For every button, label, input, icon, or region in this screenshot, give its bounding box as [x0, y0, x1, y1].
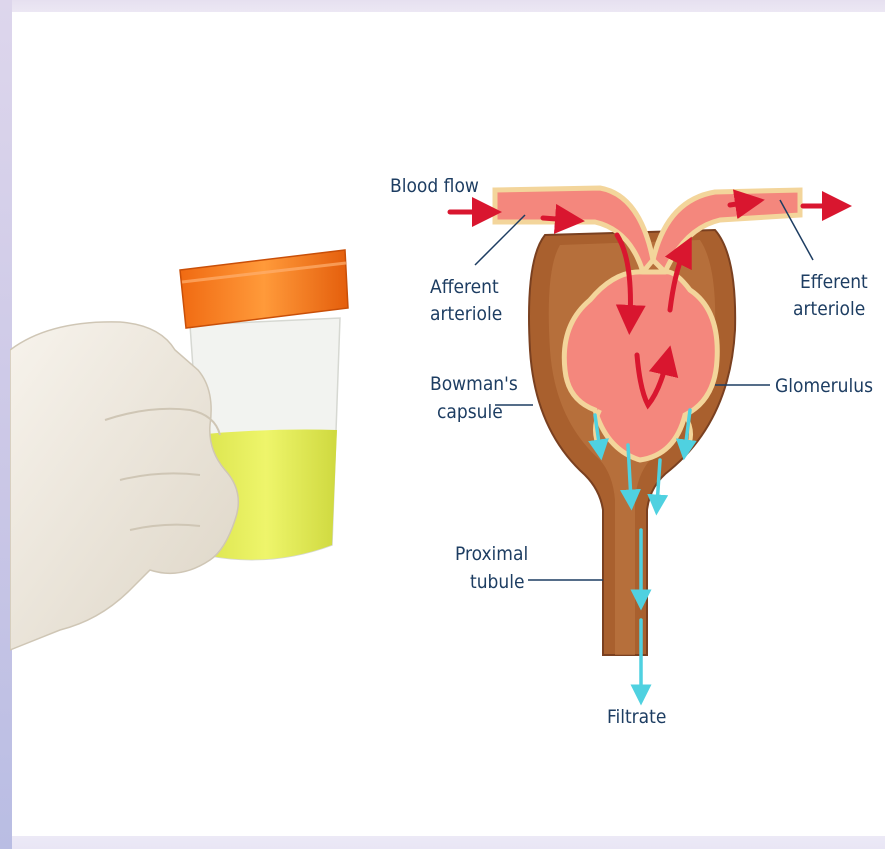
- label-proximal: Proximal: [455, 543, 528, 565]
- label-bowmans: Bowman's: [430, 373, 518, 395]
- label-proximal-tubule: tubule: [470, 571, 525, 593]
- specimen-cup-cap: [180, 250, 348, 328]
- label-efferent-arteriole: arteriole: [793, 298, 865, 320]
- label-filtrate: Filtrate: [607, 706, 666, 728]
- label-blood-flow: Blood flow: [390, 175, 479, 197]
- label-efferent: Efferent: [800, 271, 868, 293]
- label-glomerulus: Glomerulus: [775, 375, 873, 397]
- urine-sample-photo: [10, 230, 370, 700]
- label-afferent: Afferent: [430, 276, 499, 298]
- glomerulus-diagram: Blood flow Afferent arteriole Efferent a…: [385, 160, 885, 740]
- label-bowmans-capsule: capsule: [437, 401, 503, 423]
- label-afferent-arteriole: arteriole: [430, 303, 502, 325]
